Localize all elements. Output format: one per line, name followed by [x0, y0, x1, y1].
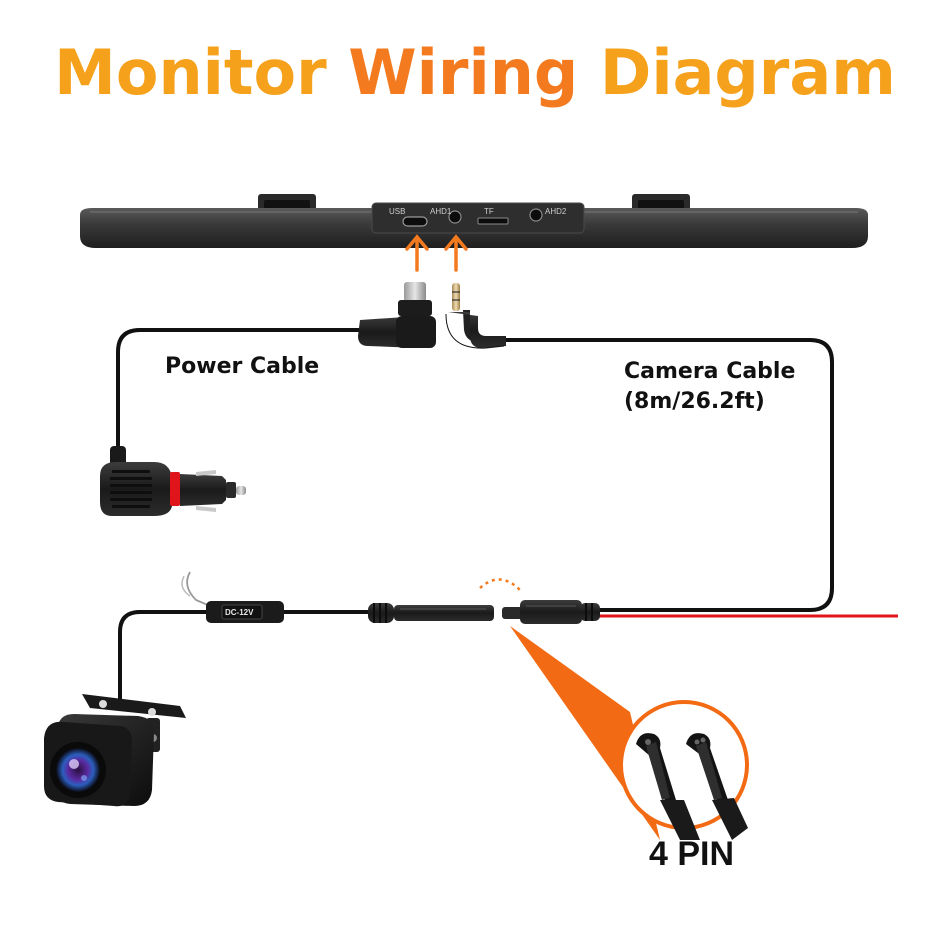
camera-lens [56, 748, 100, 792]
power-cable-wire [116, 328, 360, 448]
ahd1-jack [448, 210, 462, 224]
title-word-diagram: Diagram [599, 36, 896, 109]
usb-port [402, 216, 428, 227]
connect-hint-arc [479, 578, 521, 591]
port-label-usb: USB [389, 207, 405, 216]
camera-bracket [82, 694, 186, 718]
monitor: USB AHD1 TF AHD2 [80, 194, 868, 248]
camera-cable-wire [505, 338, 834, 612]
camera-cable-label: Camera Cable [624, 359, 796, 384]
male-aviation-connector [502, 600, 600, 624]
backup-camera [44, 694, 186, 807]
power-cable-label: Power Cable [165, 354, 320, 379]
diagram-title: Monitor Wiring Diagram [0, 36, 950, 109]
tf-slot [477, 217, 509, 225]
female-aviation-connector [368, 603, 494, 623]
arrow-icon [444, 234, 468, 272]
ahd2-jack [529, 208, 543, 222]
usb-c-plug [358, 282, 436, 348]
pin-zoom-circle [619, 700, 749, 840]
arrow-icon [405, 234, 429, 272]
pin-count-label: 4 PIN [649, 835, 735, 873]
port-label-tf: TF [484, 207, 494, 216]
zoom-cone [510, 626, 660, 840]
dc-12v-label: DC-12V [225, 608, 254, 617]
dc-12v-junction: DC-12V [181, 571, 284, 623]
title-word-wiring: Wiring [348, 36, 579, 109]
port-label-ahd1: AHD1 [430, 207, 452, 216]
camera-cable-length-label: (8m/26.2ft) [624, 389, 765, 414]
port-label-ahd2: AHD2 [545, 207, 567, 216]
title-word-monitor: Monitor [54, 36, 327, 109]
car-charger [100, 446, 246, 516]
audio-jack-plug [445, 283, 506, 349]
camera-lead-wire-2 [118, 610, 207, 705]
